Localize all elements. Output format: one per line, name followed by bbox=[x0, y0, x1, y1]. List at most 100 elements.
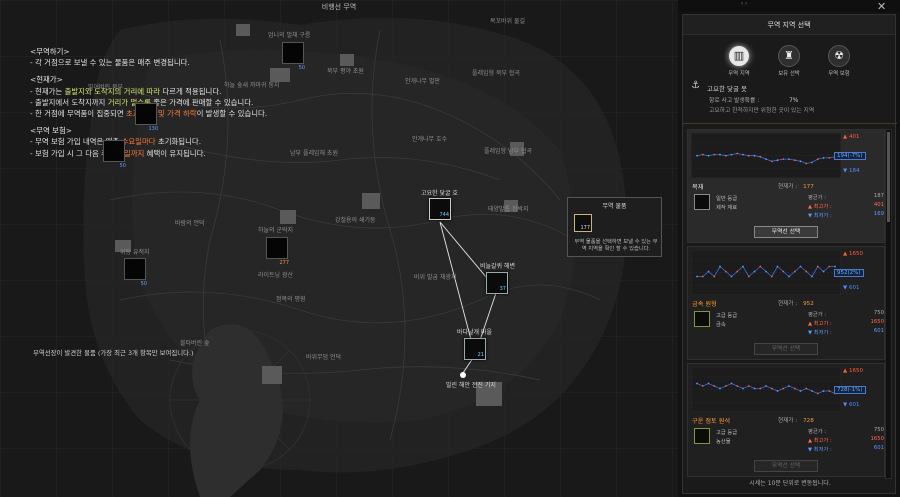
price-history-chart bbox=[690, 366, 842, 413]
chart-min-label: ▼ 601 bbox=[843, 285, 860, 291]
price-point bbox=[753, 387, 756, 390]
place-label: 밀어버린 북부 bbox=[88, 84, 124, 91]
price-point bbox=[713, 385, 716, 387]
current-price: 현재가 :952 bbox=[778, 301, 814, 307]
price-point bbox=[753, 270, 756, 273]
trade-port-marker[interactable]: 277 bbox=[266, 237, 289, 266]
discovered-items-hint: 무역선장이 발견한 물품 (가장 최근 3개 항목만 보여집니다.) bbox=[33, 349, 194, 357]
price-point bbox=[776, 390, 779, 392]
price-point bbox=[724, 270, 727, 273]
price-point bbox=[816, 265, 819, 268]
price-chart-svg bbox=[690, 249, 842, 296]
price-point bbox=[765, 158, 767, 160]
price-point bbox=[730, 382, 733, 385]
price-point bbox=[834, 265, 836, 268]
trade-port-marker[interactable]: 130 bbox=[135, 103, 158, 132]
price-point bbox=[719, 387, 721, 390]
route-node-label: 비늘갈퀴 해변 bbox=[480, 263, 516, 270]
current-price: 현재가 :177 bbox=[778, 184, 814, 190]
price-point bbox=[799, 265, 802, 268]
chart-background bbox=[690, 132, 842, 179]
trade-port-marker[interactable]: 50 bbox=[124, 258, 147, 287]
trade-info-text: <무역하기> - 각 거점으로 보낼 수 있는 물품은 매주 변경됩니다. <현… bbox=[30, 46, 267, 159]
info-line: - 한 거점에 무역품이 집중되면 초과 물량 및 가격 하락이 발생할 수 있… bbox=[30, 109, 268, 119]
good-icon bbox=[694, 311, 710, 327]
price-point bbox=[707, 270, 710, 273]
ship-icon: ♜ bbox=[778, 45, 800, 67]
price-point bbox=[828, 157, 831, 159]
route-node-destination[interactable]: 21 bbox=[464, 338, 486, 360]
info-heading-price: <현재가> bbox=[30, 75, 63, 85]
chart-current-label: 952(2%) bbox=[834, 269, 864, 277]
world-map[interactable]: 비행선 무역 <무역하기> - 각 거점으로 보낼 수 있는 물품은 매주 변경… bbox=[0, 0, 678, 497]
price-point bbox=[793, 270, 796, 273]
tab-owned-ships[interactable]: ♜ 보유 선박 bbox=[769, 45, 809, 77]
info-heading-trade: <무역하기> bbox=[30, 47, 70, 56]
current-price: 현재가 :728 bbox=[778, 418, 814, 424]
route-node-label: 바다날개 마을 bbox=[457, 329, 493, 336]
info-line: - 보험 가입 시 그 다음 주 화요일까지 혜택이 유지됩니다. bbox=[30, 148, 206, 158]
place-label: 하늘 숲새 까마귀 둥지 bbox=[224, 82, 280, 89]
price-point bbox=[799, 390, 802, 392]
select-ship-button[interactable]: 무역선 선택 bbox=[754, 343, 818, 355]
place-label: 강철용의 쇄기둥 bbox=[335, 217, 376, 224]
place-label: 안개나무 호수 bbox=[412, 136, 448, 143]
price-point bbox=[713, 153, 716, 156]
route-node-origin[interactable]: 744 bbox=[429, 198, 451, 220]
tab-trade-region[interactable]: ▥ 무역 지역 bbox=[719, 45, 759, 77]
trade-port-marker[interactable]: 50 bbox=[282, 42, 305, 71]
place-label: 남부 플레임해 초원 bbox=[290, 150, 338, 157]
chat-icon[interactable]: ◦◦ bbox=[740, 0, 749, 8]
price-point bbox=[730, 275, 733, 278]
good-grade: 일반 등급 bbox=[716, 196, 738, 202]
scrollbar-thumb[interactable] bbox=[887, 132, 890, 222]
tab-trade-insurance[interactable]: ☢ 무역 보험 bbox=[819, 45, 859, 77]
place-label: 엄니의 벌채 구릉 bbox=[268, 32, 311, 39]
price-point bbox=[707, 382, 710, 385]
list-scrollbar[interactable] bbox=[885, 129, 892, 479]
price-point bbox=[765, 385, 767, 387]
price-point bbox=[822, 157, 825, 159]
price-point bbox=[805, 270, 808, 273]
chart-current-label: 194(-7%) bbox=[834, 152, 866, 160]
chart-min-label: ▼ 601 bbox=[843, 402, 860, 408]
price-point bbox=[793, 159, 796, 162]
price-point bbox=[770, 160, 773, 163]
route-node-destination[interactable]: 37 bbox=[486, 272, 508, 294]
price-point bbox=[811, 161, 813, 164]
good-icon bbox=[694, 428, 710, 444]
select-ship-button[interactable]: 무역선 선택 bbox=[754, 226, 818, 238]
chart-max-label: ▲ 401 bbox=[843, 134, 860, 140]
chart-current-label: 728(-1%) bbox=[834, 386, 866, 394]
place-label: 태양발톱 정박지 bbox=[488, 206, 529, 213]
close-icon[interactable]: ✕ bbox=[877, 0, 887, 13]
price-point bbox=[730, 153, 733, 156]
route-node-label: 고요한 닻굴 호 bbox=[421, 190, 458, 197]
trade-port-marker[interactable]: 50 bbox=[103, 140, 126, 169]
highest-price: ▲ 최고가 :1650 bbox=[808, 436, 884, 444]
trade-item-tooltip: 무역 물품 177 무역 물품을 선택하면 보낼 수 있는 무역 지역을 확인 … bbox=[567, 197, 662, 257]
place-label: 목꼬바위 물길 bbox=[490, 18, 526, 25]
price-point bbox=[701, 275, 704, 278]
price-chart-svg bbox=[690, 132, 842, 179]
select-ship-button[interactable]: 무역선 선택 bbox=[754, 460, 818, 472]
info-line: - 현재가는 출발지와 도착지의 거리에 따라 다르게 적용됩니다. bbox=[30, 86, 222, 96]
chart-background bbox=[690, 366, 842, 413]
price-point bbox=[724, 385, 727, 387]
price-history-chart bbox=[690, 132, 842, 179]
route-node-label: 빌린 해안 전진 기지 bbox=[446, 382, 496, 389]
price-point bbox=[736, 270, 739, 273]
good-name: 목재 bbox=[692, 184, 704, 191]
price-point bbox=[701, 153, 704, 156]
price-point bbox=[816, 392, 819, 395]
price-point bbox=[788, 275, 790, 278]
good-name: 금속 원형 bbox=[692, 301, 717, 308]
price-point bbox=[696, 275, 698, 278]
price-point bbox=[713, 275, 716, 278]
divider bbox=[683, 123, 897, 124]
highest-price: ▲ 최고가 :1650 bbox=[808, 319, 884, 327]
